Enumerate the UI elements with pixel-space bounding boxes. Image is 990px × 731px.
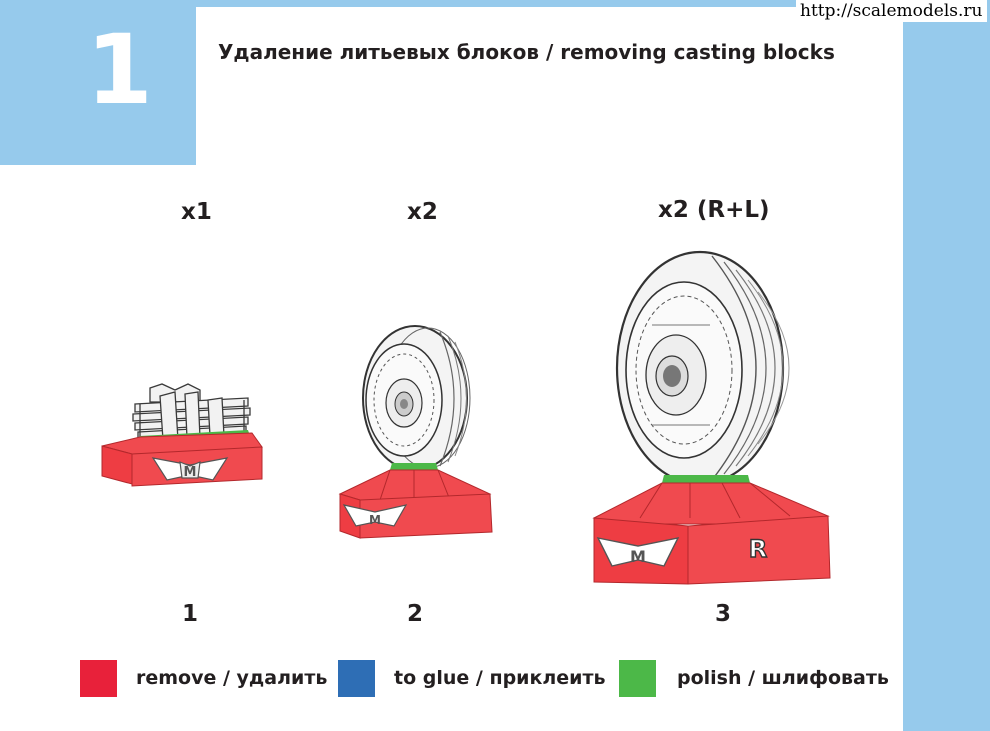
part-3-wheel bbox=[615, 250, 790, 486]
legend-glue-swatch bbox=[338, 660, 375, 697]
part-1-illustration: M bbox=[101, 383, 263, 487]
part-1-quantity: x1 bbox=[181, 199, 212, 225]
page-title: Удаление литьевых блоков / removing cast… bbox=[218, 40, 835, 64]
part-2-number: 2 bbox=[407, 601, 424, 627]
right-accent-band bbox=[903, 0, 990, 731]
legend-remove-swatch bbox=[80, 660, 117, 697]
legend-polish-swatch bbox=[619, 660, 656, 697]
part-3-quantity: x2 (R+L) bbox=[658, 197, 770, 223]
part-3-number: 3 bbox=[715, 601, 732, 627]
part-2-illustration: M bbox=[338, 325, 493, 539]
top-accent-band bbox=[0, 0, 990, 7]
watermark-link[interactable]: http://scalemodels.ru bbox=[796, 0, 987, 22]
legend-glue-label: to glue / приклеить bbox=[394, 667, 606, 689]
part-3-illustration: M R bbox=[592, 250, 831, 585]
part-2-wheel bbox=[362, 325, 471, 471]
part-2-logo: M bbox=[342, 504, 408, 527]
part-1-number: 1 bbox=[182, 601, 199, 627]
part-3-block-letter: R bbox=[749, 535, 767, 563]
part-1-bracket bbox=[132, 383, 251, 441]
legend-polish-label: polish / шлифовать bbox=[677, 667, 889, 689]
svg-text:M: M bbox=[184, 465, 197, 480]
part-3-logo: M bbox=[596, 537, 680, 567]
step-number-box: 1 bbox=[0, 0, 196, 165]
step-number: 1 bbox=[86, 14, 153, 126]
legend-remove-label: remove / удалить bbox=[136, 667, 328, 689]
svg-text:M: M bbox=[630, 547, 646, 566]
part-2-quantity: x2 bbox=[407, 199, 438, 225]
svg-text:M: M bbox=[369, 513, 381, 527]
part-1-logo: M bbox=[151, 457, 229, 481]
